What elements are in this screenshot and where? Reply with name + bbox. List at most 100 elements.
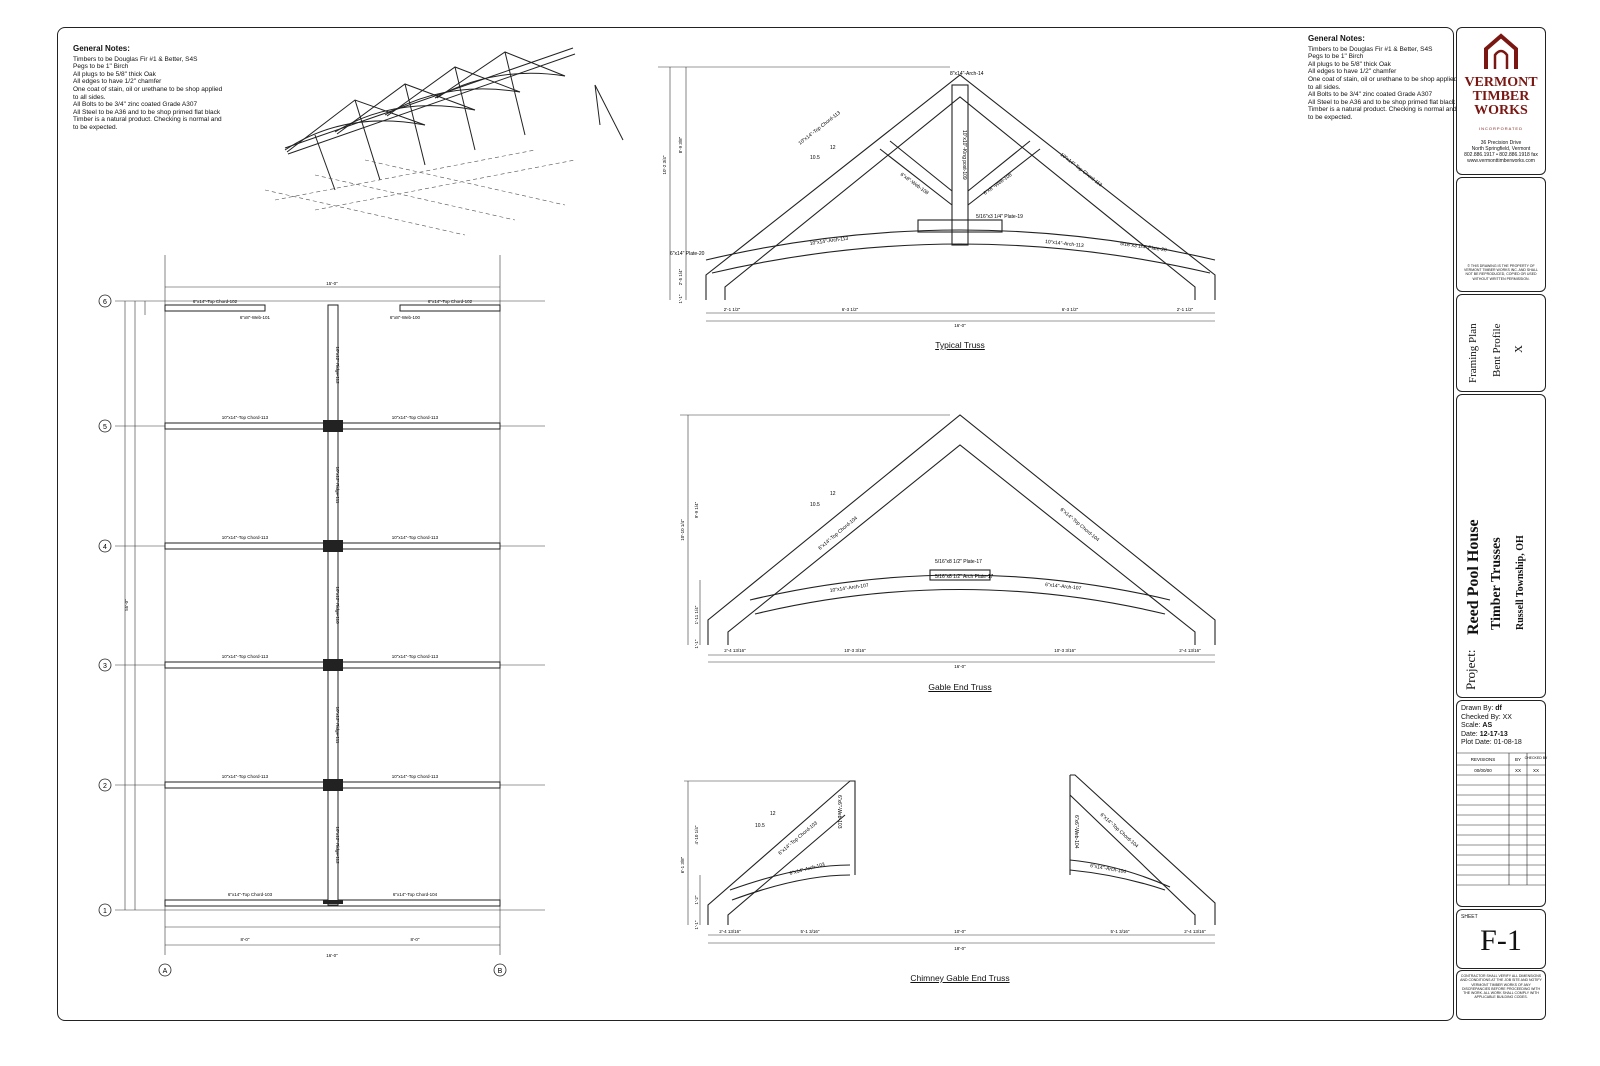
ridge-label: 10"x12" Ridge-110 xyxy=(335,586,340,624)
plan-label: 10"x14"-Top Chord-113 xyxy=(392,774,439,779)
plan-label: 10"x14"-Top Chord-113 xyxy=(392,535,439,540)
dimension: 5'-1 3/16" xyxy=(801,929,820,934)
checked-by-label: Checked By: xyxy=(1461,713,1501,721)
dimension: 5'-1 3/16" xyxy=(1111,929,1130,934)
plan-label: 10"x14"-Top Chord-113 xyxy=(392,415,439,420)
note-line: All plugs to be 5/8" thick Oak xyxy=(73,70,156,78)
title-block-project: Project: Reed Pool House Timber Trusses … xyxy=(1456,394,1546,698)
member-label: 6"x14"-Top Chord-104 xyxy=(1099,812,1140,849)
note-line: All Steel to be A36 and to be shop prime… xyxy=(1308,98,1456,106)
member-label: 6"x14"-Arch-103 xyxy=(789,862,826,877)
plan-label: 6"x14"-Top Chord-102 xyxy=(428,299,473,304)
member-label: 6"x6"-Web-103 xyxy=(836,795,842,829)
ridge-label: 10"x12" Ridge-112 xyxy=(335,346,340,384)
company-name-line: WORKS xyxy=(1474,103,1528,118)
grid-label-b: B xyxy=(498,968,503,975)
title-block-notes: © THIS DRAWING IS THE PROPERTY OF VERMON… xyxy=(1456,177,1546,292)
general-notes-left: General Notes: Timbers to be Douglas Fir… xyxy=(73,45,222,132)
dimension: 2'-4 13/16" xyxy=(1179,648,1201,653)
note-line: All Bolts to be 3/4" zinc coated Grade A… xyxy=(73,101,198,109)
drawn-by-label: Drawn By: xyxy=(1461,705,1494,712)
typical-truss-elevation: 10"x14"-Top Chord-113 10"x14"-Top Chord-… xyxy=(658,66,1216,328)
member-label: 6"x14" Plate-20 xyxy=(670,251,705,257)
dimension: 10'-10 1/4" xyxy=(680,519,685,541)
note-line: Timbers to be Douglas Fir #1 & Better, S… xyxy=(1308,45,1433,53)
member-label: 5/16"x8 1/2" Plate-17 xyxy=(935,559,982,565)
plan-label: 6"x8"-Web-100 xyxy=(390,315,421,320)
drawn-by-value: df xyxy=(1495,705,1502,712)
revision-cell: XX xyxy=(1515,768,1521,773)
title-block-info: Drawn By: df Checked By: XX Scale: AS Da… xyxy=(1456,700,1548,907)
plan-label: 10"x14"-Top Chord-113 xyxy=(222,774,269,779)
dimension: 18'-0" xyxy=(954,946,966,951)
title-block-logo: VERMONT TIMBER WORKS INCORPORATED 36 Pre… xyxy=(1456,27,1546,175)
dimension: 4'-10 1/4" xyxy=(694,825,699,844)
project-label: Project: xyxy=(1463,649,1478,690)
grid-label-3: 3 xyxy=(103,663,107,670)
dimension: 1'-1" xyxy=(678,294,683,303)
member-label: 10"x14"-Arch-107 xyxy=(829,583,869,594)
revisions-header: BY xyxy=(1515,757,1521,762)
member-label: 5/16"x3 1/4" Plate-20 xyxy=(1120,241,1168,254)
plan-overall-height: 55'-0" xyxy=(124,599,129,611)
plot-date-value: 01-08-18 xyxy=(1493,739,1522,746)
member-label: 10"x10"-King post-109 xyxy=(961,130,967,180)
plot-date-label: Plot Date: xyxy=(1461,739,1492,746)
disclaimer-text: CONTRACTOR SHALL VERIFY ALL DIMENSIONS A… xyxy=(1460,974,1542,1000)
dimension: 9'-9 1/4" xyxy=(694,501,699,518)
dimension: 10'-2 3/4" xyxy=(662,155,667,174)
sheet-type: Framing Plan xyxy=(1467,323,1479,383)
company-name-line: VERMONT xyxy=(1464,75,1538,90)
title-block-disclaimer: CONTRACTOR SHALL VERIFY ALL DIMENSIONS A… xyxy=(1456,970,1546,1020)
barn-logo-icon xyxy=(1484,33,1518,69)
scale-label: Scale: xyxy=(1461,722,1481,729)
sheet-subtitle: Bent Profile xyxy=(1491,323,1503,377)
dimension: 2'-1 1/2" xyxy=(724,307,741,312)
caption-gable-end-truss: Gable End Truss xyxy=(928,682,992,692)
note-line: Pegs to be 1" Birch xyxy=(1308,53,1364,61)
project-name: Reed Pool House xyxy=(1465,519,1482,635)
drawing-sheet-border xyxy=(57,27,1454,1021)
note-line: Timber is a natural product. Checking is… xyxy=(73,116,222,124)
project-location: Russell Township, OH xyxy=(1515,535,1526,630)
plan-label: 10"x14"-Top Chord-113 xyxy=(222,654,269,659)
dimension: 10'-0" xyxy=(954,929,966,934)
member-label: 5/16"x3 1/4" Plate-19 xyxy=(976,214,1023,220)
revision-cell: XX xyxy=(1533,768,1539,773)
dimension: 16'-0" xyxy=(954,323,966,328)
isometric-truss-view xyxy=(264,47,624,236)
website: www.vermonttimberworks.com xyxy=(1467,158,1535,164)
pitch-run: 10.5 xyxy=(810,155,820,161)
dimension: 10'-3 3/16" xyxy=(1054,648,1076,653)
note-line: All plugs to be 5/8" thick Oak xyxy=(1308,60,1391,68)
scale-value: AS xyxy=(1482,722,1493,729)
dimension: 2'-4 13/16" xyxy=(724,648,746,653)
plan-label: 10"x14"-Top Chord-113 xyxy=(392,654,439,659)
sheet-mark: X xyxy=(1513,345,1525,353)
pitch-run: 10.5 xyxy=(755,823,765,829)
ridge-label: 10"x12" Ridge-111 xyxy=(335,467,340,504)
note-line: to be expected. xyxy=(73,123,118,131)
grid-label-2: 2 xyxy=(103,783,107,790)
dimension: 2'-1 1/2" xyxy=(1177,307,1194,312)
grid-label-5: 5 xyxy=(103,424,107,431)
member-label: 10"x14"-Arch-113 xyxy=(809,236,848,247)
member-label: 6"x14"-Arch-107 xyxy=(1045,582,1082,592)
member-label: 6"x14"-Top Chord-104 xyxy=(817,515,859,551)
company-name-line: TIMBER xyxy=(1472,89,1530,104)
note-line: One coat of stain, oil or urethane to be… xyxy=(1308,75,1458,83)
revisions-table: REVISIONS BY CHECKED BY 00/00/00 XX XX xyxy=(1457,752,1548,886)
plan-label: 10"x14"-Top Chord-113 xyxy=(222,535,269,540)
phone: 802.886.1917 • 802.886.1918 fax xyxy=(1464,152,1538,158)
plan-bottom-dimension: 8'-0" xyxy=(411,937,420,942)
pitch-rise: 12 xyxy=(770,811,776,817)
plan-bottom-dimension: 8'-0" xyxy=(241,937,250,942)
plan-label: 6"x14"-Top Chord-103 xyxy=(228,892,273,897)
revisions-header: REVISIONS xyxy=(1471,757,1496,762)
framing-plan: 6 5 4 3 2 1 A B 15'-0" 16'-0" 8'-0" 8'-0… xyxy=(98,255,545,977)
revision-cell: 00/00/00 xyxy=(1474,768,1492,773)
plan-label: 6"x8"-Web-101 xyxy=(240,315,271,320)
company-sub: INCORPORATED xyxy=(1479,126,1523,131)
notes-heading: General Notes: xyxy=(1308,34,1365,43)
checked-by-value: XX xyxy=(1502,713,1512,721)
